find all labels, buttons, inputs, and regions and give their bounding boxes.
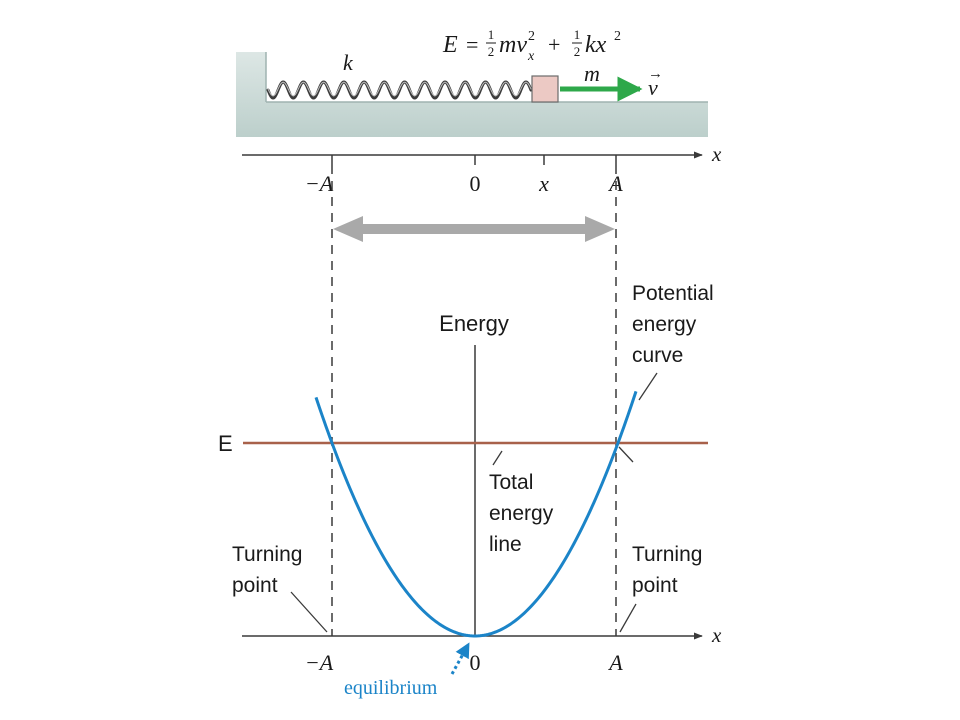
total-energy-label-line-2: energy — [489, 502, 554, 525]
equation-subscript-x: x — [527, 49, 535, 64]
velocity-vector-arrow: → — [648, 66, 663, 82]
mass-block-group: m v → — [531, 61, 663, 103]
fraction-1-denominator: 2 — [488, 44, 495, 59]
turning-point-left-line-2: point — [232, 574, 278, 597]
fraction-1-numerator: 1 — [488, 27, 495, 42]
top-axis-label: x — [711, 142, 722, 166]
bottom-tick-label-zero: 0 — [470, 650, 481, 675]
top-x-axis: x −A 0 x A — [242, 142, 722, 196]
spring: k — [266, 50, 533, 100]
energy-equation: E = 1 2 mv x 2 + 1 2 kx 2 — [442, 27, 621, 64]
turning-point-left-line-1: Turning — [232, 543, 302, 566]
double-arrow-shape — [333, 216, 615, 242]
energy-axis-label: Energy — [439, 311, 509, 336]
turning-point-left-leader — [290, 591, 328, 633]
bottom-x-axis: x −A 0 A — [242, 623, 722, 675]
top-tick-label-x: x — [538, 171, 549, 196]
spring-constant-label: k — [343, 50, 354, 75]
potential-curve-leader — [638, 372, 658, 401]
right-intersection-leader — [618, 446, 634, 463]
turning-point-right-line-1: Turning — [632, 543, 702, 566]
mass-block — [531, 75, 559, 103]
bottom-tick-label-neg-a: −A — [305, 650, 334, 675]
potential-curve-label-line-2: energy — [632, 313, 697, 336]
equation-plus: + — [548, 32, 560, 57]
equation-term-kx: kx — [585, 32, 607, 58]
equation-superscript-2: 2 — [614, 29, 621, 44]
total-energy-label-line-3: line — [489, 533, 522, 556]
fraction-2-denominator: 2 — [574, 44, 581, 59]
wall-and-floor — [236, 52, 708, 137]
bottom-tick-label-a: A — [607, 650, 623, 675]
velocity-label: v — [648, 75, 658, 100]
total-energy-leader — [492, 450, 503, 466]
bottom-axis-label: x — [711, 623, 722, 647]
total-energy-symbol: E — [218, 431, 233, 456]
total-energy-annotation: Total energy line — [489, 446, 634, 556]
potential-curve-label-line-1: Potential — [632, 282, 714, 305]
potential-curve-annotation: Potential energy curve — [632, 282, 714, 401]
spring-coil-highlight — [267, 81, 532, 97]
turning-point-right-line-2: point — [632, 574, 678, 597]
mass-label: m — [584, 61, 600, 86]
top-tick-label-neg-a: −A — [305, 171, 334, 196]
turning-point-right-annotation: Turning point — [619, 543, 702, 633]
potential-energy-curve — [314, 390, 638, 638]
oscillation-range-arrow — [333, 216, 615, 242]
equation-lhs: E — [442, 32, 458, 58]
total-energy-label-line-1: Total — [489, 471, 533, 494]
fraction-2-numerator: 1 — [574, 27, 581, 42]
equilibrium-label: equilibrium — [344, 677, 438, 699]
wall-shape — [236, 52, 708, 137]
equation-equals: = — [466, 32, 478, 57]
equilibrium-annotation: equilibrium — [344, 642, 470, 699]
potential-curve-label-line-3: curve — [632, 344, 683, 367]
turning-point-left-annotation: Turning point — [232, 543, 328, 633]
equation-term-mv: mv — [499, 32, 527, 58]
top-tick-label-zero: 0 — [470, 171, 481, 196]
turning-point-right-leader — [619, 603, 637, 633]
equation-superscript-1: 2 — [528, 29, 535, 44]
equilibrium-arrow — [450, 642, 470, 675]
